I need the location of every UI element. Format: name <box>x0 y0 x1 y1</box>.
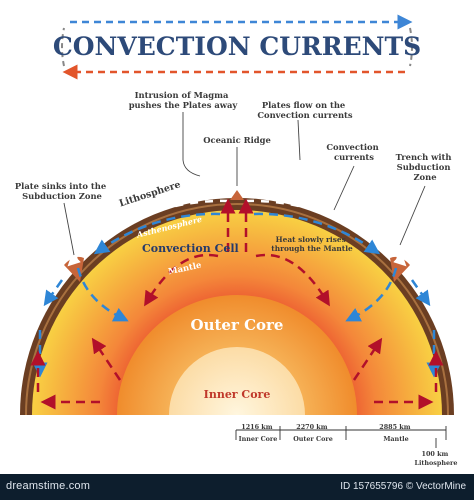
scale-outer-core: 2270 km Outer Core <box>293 423 333 443</box>
leader-lines <box>63 112 426 256</box>
plates-flow-line-1: Plates flow on the <box>262 100 345 110</box>
intrusion-line-1: Intrusion of Magma <box>135 90 229 100</box>
scale-mantle-name: Mantle <box>383 435 408 443</box>
callouts: Intrusion of Magma pushes the Plates awa… <box>15 90 455 201</box>
title: CONVECTION CURRENTS <box>53 32 421 61</box>
scale-lithosphere-km: 100 km <box>422 450 449 458</box>
inner-core-label: Inner Core <box>204 388 271 401</box>
convection-currents-label: Convection currents <box>326 142 381 162</box>
plates-flow-label: Plates flow on the Convection currents <box>257 100 353 120</box>
scale-lithosphere: 100 km Lithosphere <box>415 450 458 467</box>
trench-line-1: Trench with <box>396 152 452 162</box>
scale-inner-core-name: Inner Core <box>239 435 278 443</box>
blue-current-arrows <box>32 212 442 378</box>
heat-rises-line-1: Heat slowly rises <box>276 235 346 244</box>
red-current-arrows <box>30 198 444 410</box>
red-arrow-left-loop <box>144 253 219 307</box>
plate-sinks-label: Plate sinks into the Subduction Zone <box>15 181 109 201</box>
plate-sinks-line-1: Plate sinks into the <box>15 181 106 191</box>
inner-core-layer <box>169 347 305 415</box>
blue-arrow-left-mid <box>43 279 64 307</box>
convection-currents-line-2: currents <box>334 152 374 162</box>
trench-line-3: Zone <box>413 172 436 182</box>
oceanic-ridge-label: Oceanic Ridge <box>203 135 271 145</box>
depth-scale: 1216 km Inner Core 2270 km Outer Core 28… <box>235 423 458 467</box>
scale-mantle-km: 2885 km <box>379 423 410 431</box>
red-arrow-left-inner <box>91 337 122 381</box>
outer-core-label: Outer Core <box>191 316 284 334</box>
plate-arrow-right <box>245 199 407 267</box>
blue-arrow-right-upper <box>253 212 381 255</box>
footer-image-id: ID 157655796 © VectorMine <box>340 481 466 492</box>
convection-diagram: CONVECTION CURRENTS <box>15 14 458 467</box>
convection-currents-line-1: Convection <box>326 142 378 152</box>
blue-arrow-left-upper <box>93 212 221 255</box>
scale-outer-core-name: Outer Core <box>293 435 333 443</box>
intrusion-line-2: pushes the Plates away <box>129 100 239 110</box>
heat-rises-line-2: through the Mantle <box>271 244 353 253</box>
earth-cross-section <box>20 190 454 416</box>
convection-cell-label: Convection Cell <box>142 242 239 255</box>
ridge-peak <box>230 190 244 200</box>
trench-label: Trench with Subduction Zone <box>396 152 455 182</box>
plate-motion-arrows <box>67 199 407 267</box>
blue-arrow-left-down <box>76 267 129 322</box>
blue-arrow-right-down <box>345 267 398 322</box>
title-frame: CONVECTION CURRENTS <box>53 14 421 80</box>
footer-bar: dreamstime.com ID 157655796 © VectorMine <box>0 474 474 500</box>
scale-inner-core: 1216 km Inner Core <box>239 423 278 443</box>
intrusion-label: Intrusion of Magma pushes the Plates awa… <box>129 90 239 110</box>
scale-mantle: 2885 km Mantle <box>379 423 412 443</box>
lithosphere-label: Lithosphere <box>118 179 182 209</box>
plate-arrow-left <box>67 199 229 267</box>
plate-sinks-line-2: Subduction Zone <box>22 191 102 201</box>
heat-rises-label: Heat slowly rises through the Mantle <box>271 235 353 253</box>
red-arrow-right-loop <box>255 253 330 307</box>
scale-lithosphere-name: Lithosphere <box>415 459 458 467</box>
blue-arrow-right-mid <box>410 279 431 307</box>
plates-flow-line-2: Convection currents <box>257 110 353 120</box>
scale-outer-core-km: 2270 km <box>296 423 327 431</box>
scale-inner-core-km: 1216 km <box>241 423 272 431</box>
crust-inner-line <box>25 203 449 416</box>
trench-line-2: Subduction <box>397 162 451 172</box>
red-arrow-right-inner <box>352 337 383 381</box>
footer-brand: dreamstime.com <box>6 480 91 492</box>
